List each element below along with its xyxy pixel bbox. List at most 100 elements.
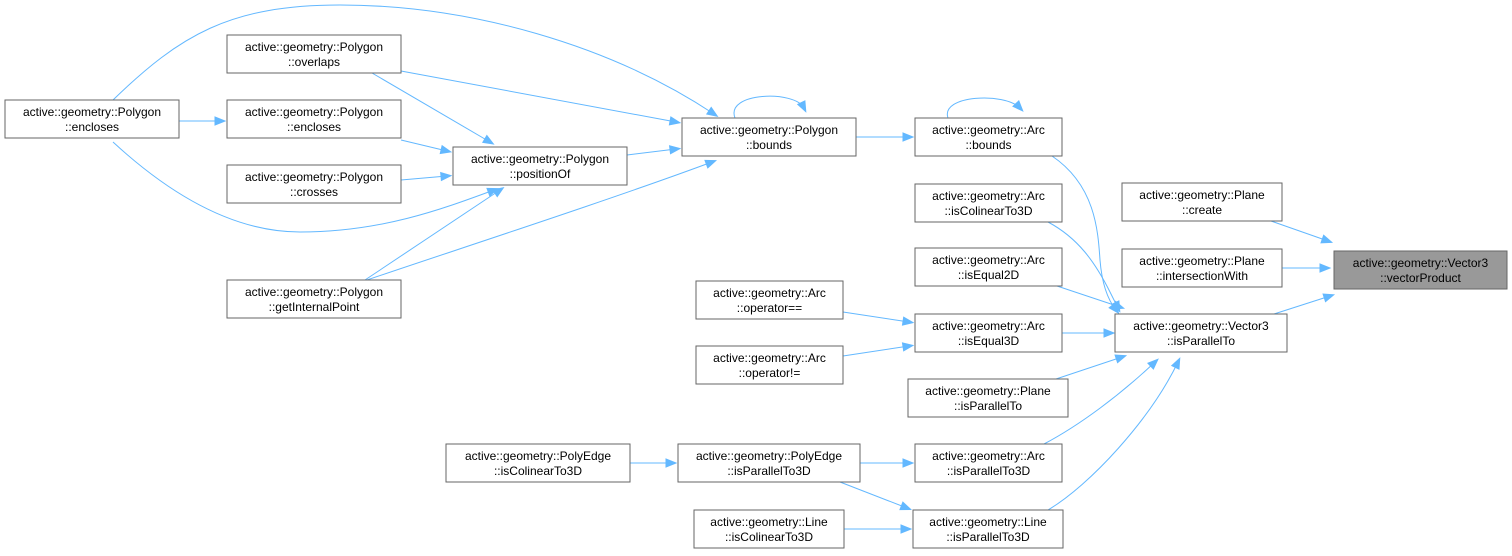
- node-arc-opne[interactable]: active::geometry::Arc::operator!=: [695, 345, 844, 385]
- node-v3-par[interactable]: active::geometry::Vector3::isParallelTo: [1114, 313, 1288, 353]
- node-method-label: ::isEqual2D: [958, 268, 1020, 282]
- edge-pe_colin-to-pe_par3d: [630, 458, 678, 468]
- node-poly-getint[interactable]: active::geometry::Polygon::getInternalPo…: [226, 279, 402, 319]
- node-method-label: ::isColinearTo3D: [725, 530, 813, 544]
- node-box[interactable]: [695, 345, 844, 385]
- node-poly-crosses[interactable]: active::geometry::Polygon::crosses: [226, 164, 402, 204]
- arrowhead-icon: [1170, 357, 1181, 370]
- edge-poly_bounds-to-poly_bounds: [733, 95, 807, 119]
- node-method-label: ::intersectionWith: [1156, 269, 1248, 283]
- node-arc-bounds[interactable]: active::geometry::Arc::bounds: [914, 117, 1063, 157]
- node-line-par3d[interactable]: active::geometry::Line::isParallelTo3D: [912, 509, 1064, 549]
- edge-poly_encl2-to-poly_pos: [400, 139, 453, 155]
- node-arc-eq3d[interactable]: active::geometry::Arc::isEqual3D: [914, 313, 1063, 353]
- node-box[interactable]: [677, 443, 861, 483]
- edge-line: [1047, 361, 1179, 511]
- node-box[interactable]: [912, 509, 1064, 549]
- edge-arc_opeq-to-arc_eq3d: [842, 311, 915, 326]
- edge-plane_create-to-vp: [1270, 220, 1334, 244]
- edge-pe_par3d-to-line_par3d: [839, 481, 912, 511]
- node-namespace-label: active::geometry::Plane: [1139, 188, 1265, 202]
- arrowhead-icon: [1319, 263, 1332, 273]
- node-box[interactable]: [695, 280, 844, 320]
- node-plane-par[interactable]: active::geometry::Plane::isParallelTo: [907, 378, 1069, 418]
- node-box[interactable]: [226, 164, 402, 204]
- node-method-label: ::isColinearTo3D: [494, 464, 582, 478]
- edge-line: [364, 189, 501, 281]
- node-box[interactable]: [1333, 250, 1508, 290]
- node-box[interactable]: [1114, 313, 1288, 353]
- node-namespace-label: active::geometry::Vector3: [1353, 256, 1489, 270]
- arrowhead-icon: [1320, 234, 1334, 244]
- node-namespace-label: active::geometry::Polygon: [245, 40, 383, 54]
- edge-pe_par3d-to-arc_par3d: [860, 458, 915, 468]
- node-poly-encl1[interactable]: active::geometry::Polygon::encloses: [4, 99, 180, 139]
- node-box[interactable]: [914, 117, 1063, 157]
- arrowhead-icon: [1114, 354, 1128, 364]
- node-box[interactable]: [914, 183, 1063, 223]
- node-namespace-label: active::geometry::Plane: [925, 384, 1051, 398]
- node-poly-encl2[interactable]: active::geometry::Polygon::encloses: [226, 99, 402, 139]
- node-arc-eq2d[interactable]: active::geometry::Arc::isEqual2D: [914, 247, 1063, 287]
- edge-poly_crosses-to-poly_pos: [400, 171, 453, 182]
- arrowhead-icon: [1147, 358, 1159, 370]
- edge-line: [400, 175, 448, 181]
- node-box[interactable]: [445, 443, 631, 483]
- node-box[interactable]: [1121, 182, 1283, 222]
- edge-line: [1047, 221, 1119, 309]
- arrowhead-icon: [668, 116, 682, 126]
- edge-poly_getint-to-poly_bounds: [366, 159, 718, 281]
- arrowhead-icon: [796, 100, 807, 113]
- node-method-label: ::crosses: [290, 185, 338, 199]
- node-vp[interactable]: active::geometry::Vector3::vectorProduct: [1333, 250, 1508, 290]
- edge-line: [839, 481, 908, 509]
- node-pe-par3d[interactable]: active::geometry::PolyEdge::isParallelTo…: [677, 443, 861, 483]
- arrowhead-icon: [668, 145, 682, 155]
- edge-v3_par-to-vp: [1273, 293, 1336, 315]
- node-arc-opeq[interactable]: active::geometry::Arc::operator==: [695, 280, 844, 320]
- arrowhead-icon: [902, 132, 915, 142]
- node-arc-par3d[interactable]: active::geometry::Arc::isParallelTo3D: [914, 443, 1063, 483]
- edge-poly_encl1-to-poly_bounds: [112, 4, 719, 117]
- edge-line: [112, 141, 495, 233]
- edge-arc_opne-to-arc_eq3d: [842, 342, 915, 357]
- node-box[interactable]: [226, 99, 402, 139]
- edge-line: [1043, 361, 1156, 445]
- node-line-colin[interactable]: active::geometry::Line::isColinearTo3D: [693, 509, 845, 549]
- edge-plane_inter-to-vp: [1282, 263, 1332, 273]
- node-method-label: ::encloses: [287, 120, 341, 134]
- arrowhead-icon: [214, 116, 227, 126]
- node-method-label: ::isParallelTo3D: [727, 464, 811, 478]
- node-box[interactable]: [914, 247, 1063, 287]
- node-box[interactable]: [914, 443, 1063, 483]
- node-poly-overlaps[interactable]: active::geometry::Polygon::overlaps: [226, 34, 402, 74]
- node-box[interactable]: [907, 378, 1069, 418]
- edge-poly_encl1-to-poly_encl2: [179, 116, 227, 126]
- node-box[interactable]: [452, 146, 628, 186]
- arrowhead-icon: [704, 159, 718, 169]
- node-method-label: ::isColinearTo3D: [944, 204, 1032, 218]
- edge-arc_bounds-to-arc_bounds: [947, 97, 1024, 119]
- node-box[interactable]: [681, 117, 857, 157]
- edge-line: [112, 4, 715, 115]
- node-namespace-label: active::geometry::Arc: [932, 189, 1045, 203]
- node-pe-colin[interactable]: active::geometry::PolyEdge::isColinearTo…: [445, 443, 631, 483]
- node-plane-inter[interactable]: active::geometry::Plane::intersectionWit…: [1121, 248, 1283, 288]
- node-box[interactable]: [4, 99, 180, 139]
- node-poly-pos[interactable]: active::geometry::Polygon::positionOf: [452, 146, 628, 186]
- node-box[interactable]: [693, 509, 845, 549]
- node-namespace-label: active::geometry::Polygon: [245, 105, 383, 119]
- arrowhead-icon: [1112, 300, 1126, 310]
- node-namespace-label: active::geometry::Arc: [713, 351, 826, 365]
- node-box[interactable]: [226, 34, 402, 74]
- node-namespace-label: active::geometry::Vector3: [1133, 319, 1269, 333]
- node-arc-colin[interactable]: active::geometry::Arc::isColinearTo3D: [914, 183, 1063, 223]
- arrowhead-icon: [440, 171, 453, 182]
- node-box[interactable]: [914, 313, 1063, 353]
- edge-line: [1056, 285, 1121, 308]
- node-box[interactable]: [226, 279, 402, 319]
- node-plane-create[interactable]: active::geometry::Plane::create: [1121, 182, 1283, 222]
- node-poly-bounds[interactable]: active::geometry::Polygon::bounds: [681, 117, 857, 157]
- node-box[interactable]: [1121, 248, 1283, 288]
